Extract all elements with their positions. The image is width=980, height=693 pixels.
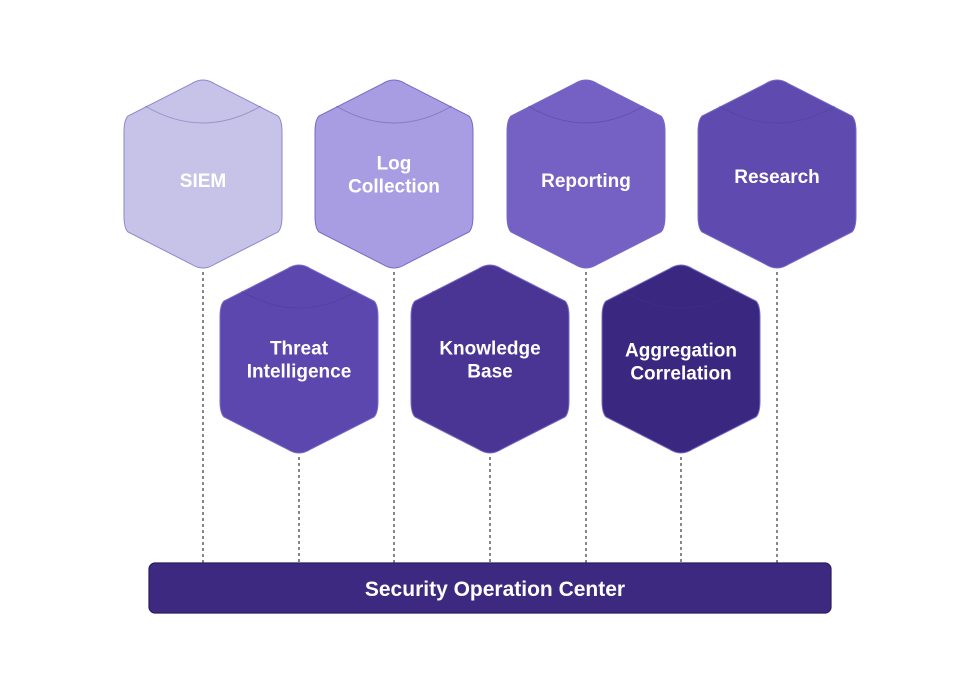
hex-shape-reporting <box>506 79 666 269</box>
hex-shape-knowledge-base <box>410 264 570 454</box>
hex-label-line: Correlation <box>630 364 731 385</box>
hex-arc-knowledge-base <box>431 290 549 309</box>
hex-label-line: Aggregation <box>625 341 737 362</box>
hex-label-reporting: Reporting <box>541 171 631 192</box>
hex-shape-research <box>697 79 857 269</box>
hex-research: Research <box>697 79 857 269</box>
hex-shape-log-collection <box>314 79 474 269</box>
hex-shape-aggregation-correlation <box>601 264 761 454</box>
hex-reporting: Reporting <box>506 79 666 269</box>
hex-arc-log-collection <box>335 105 453 124</box>
hex-arc-research <box>718 105 836 124</box>
hex-label-line: Base <box>467 362 512 383</box>
hex-label-line: Intelligence <box>247 362 352 383</box>
hex-arc-aggregation-correlation <box>622 290 740 309</box>
hex-label-line: Knowledge <box>439 339 540 360</box>
hex-label-line: Threat <box>270 339 329 360</box>
soc-base-bar: Security Operation Center <box>148 562 832 614</box>
hex-arc-reporting <box>527 105 645 124</box>
connectors <box>202 272 778 563</box>
hex-label-line: SIEM <box>180 171 226 192</box>
hex-label-line: Research <box>734 167 820 188</box>
hex-siem: SIEM <box>123 79 283 269</box>
hex-shape-threat-intelligence <box>219 264 379 454</box>
hex-label-line: Collection <box>348 177 440 198</box>
hex-arc-siem <box>144 105 262 124</box>
hex-label-line: Reporting <box>541 171 631 192</box>
hex-label-siem: SIEM <box>180 171 226 192</box>
soc-base-rect <box>148 562 832 614</box>
soc-base-label: Security Operation Center <box>365 578 625 601</box>
hex-label-research: Research <box>734 167 820 188</box>
hex-arc-threat-intelligence <box>240 290 358 309</box>
hex-shape-siem <box>123 79 283 269</box>
hex-label-line: Log <box>377 154 412 175</box>
